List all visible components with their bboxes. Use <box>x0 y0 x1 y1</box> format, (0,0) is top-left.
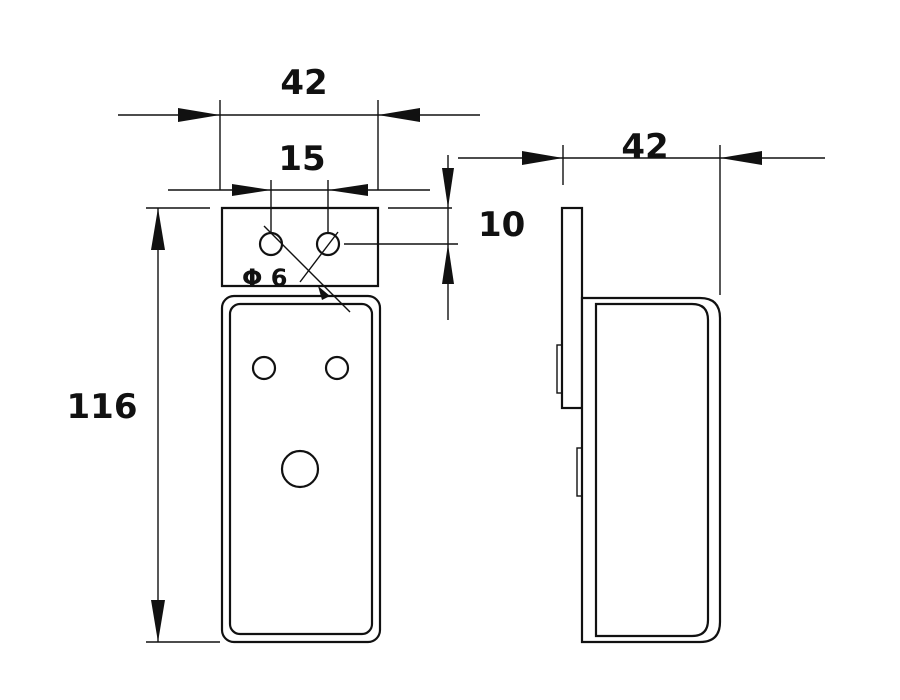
side-view <box>556 206 722 644</box>
front-lens-inner <box>228 302 374 636</box>
dim-hole-spacing: 15 <box>168 139 430 232</box>
dim-hole-offset: 10 <box>344 155 525 320</box>
dim-front-width-label: 42 <box>280 63 327 103</box>
diameter-arrow <box>318 286 330 300</box>
side-plate-tab <box>556 344 563 394</box>
front-body-outer <box>220 294 382 644</box>
dim-height: 116 <box>67 207 220 643</box>
lens-hole-center <box>280 449 320 489</box>
mounting-hole-left <box>258 231 284 257</box>
front-mounting-plate <box>220 206 380 288</box>
dim-side-depth: 42 <box>458 127 825 295</box>
side-mounting-plate <box>560 206 584 410</box>
dim-side-depth-label: 42 <box>621 127 668 167</box>
front-view <box>220 206 382 644</box>
side-body-outer <box>580 296 722 644</box>
dim-hole-spacing-label: 15 <box>278 139 325 179</box>
mounting-hole-right <box>315 231 341 257</box>
dim-hole-diameter-label: Φ 6 <box>242 264 287 292</box>
lens-hole-right <box>324 355 350 381</box>
dim-height-label: 116 <box>67 387 138 427</box>
side-rear-tab <box>576 447 583 497</box>
diameter-leader-2 <box>299 231 339 283</box>
dim-front-width: 42 <box>118 63 480 190</box>
dim-hole-offset-label: 10 <box>478 205 525 245</box>
lens-hole-left <box>251 355 277 381</box>
diameter-leader-1 <box>263 225 351 313</box>
side-body-inner <box>594 302 710 638</box>
